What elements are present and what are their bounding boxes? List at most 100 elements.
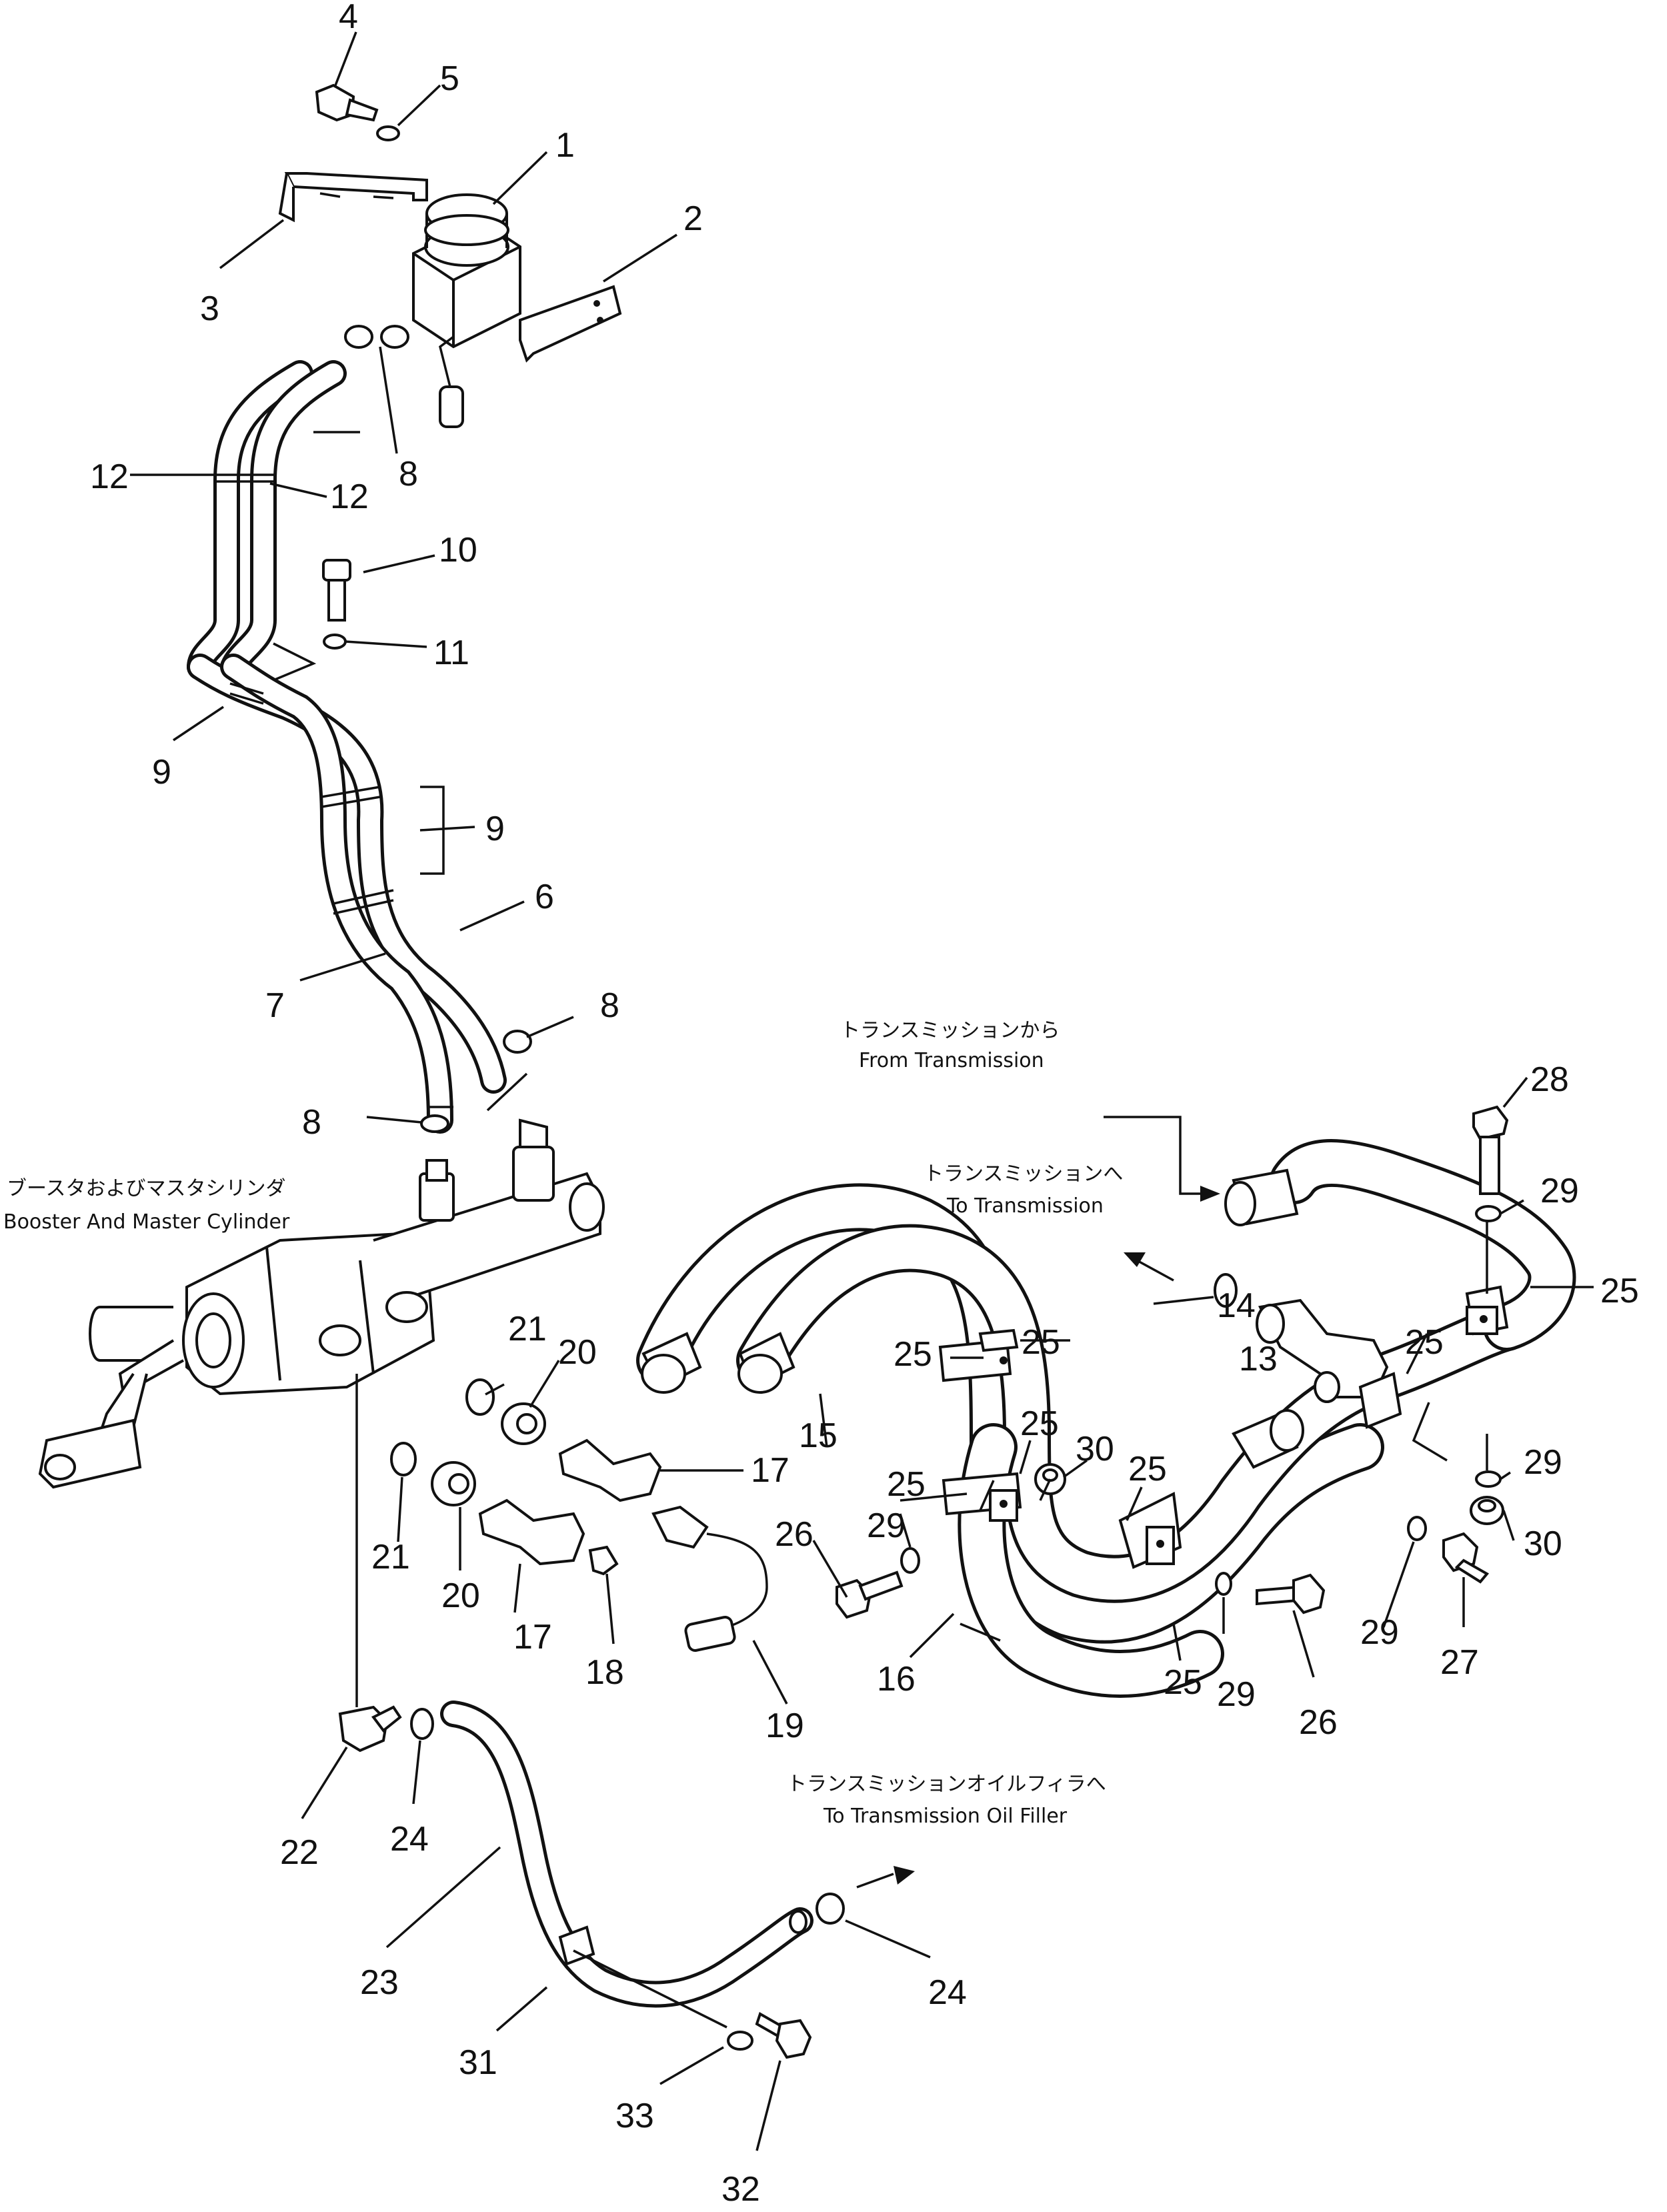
to-transmission-jp: トランスミッションへ <box>924 1162 1123 1186</box>
bolt-26-b <box>1256 1573 1326 1614</box>
callout-21-bottom: 21 <box>371 1538 410 1576</box>
callout-21-top: 21 <box>508 1310 547 1348</box>
callout-10: 10 <box>439 531 477 570</box>
from-transmission-leader <box>1104 1116 1200 1195</box>
callout-29-e: 29 <box>1360 1613 1399 1652</box>
bolt-32 <box>755 2012 812 2059</box>
callout-28: 28 <box>1530 1060 1569 1099</box>
nut-30-a <box>1470 1496 1504 1525</box>
to-transmission-leader <box>1136 1259 1174 1282</box>
callout-14: 14 <box>1217 1286 1256 1325</box>
hose-23 <box>440 1701 813 2008</box>
reservoir-tank <box>412 193 521 428</box>
callout-16: 16 <box>877 1660 916 1699</box>
annotations: トランスミッションから From Transmission トランスミッションへ… <box>3 1019 1123 1828</box>
callout-17-right: 17 <box>751 1451 789 1490</box>
callout-20-bottom: 20 <box>441 1576 480 1615</box>
callout-25-a: 25 <box>1022 1323 1060 1362</box>
oring-21-a <box>465 1378 495 1416</box>
callout-8-mid: 8 <box>600 986 619 1025</box>
callout-29-c: 29 <box>1540 1172 1579 1210</box>
washer-29-b <box>1475 1470 1502 1488</box>
clamps-25 <box>938 1285 1509 1569</box>
to-transmission-en: To Transmission <box>946 1194 1104 1218</box>
bolt-27 <box>1442 1532 1490 1584</box>
elbow-17-a <box>558 1438 662 1502</box>
hoses-12 <box>187 360 347 680</box>
callout-30-a: 30 <box>1076 1430 1114 1468</box>
callout-25-d: 25 <box>1128 1450 1167 1488</box>
callout-4: 4 <box>339 0 358 36</box>
to-transmission-arrow <box>1124 1252 1146 1267</box>
clamp-24-a <box>410 1708 434 1740</box>
clip-31-leader <box>573 1949 727 2029</box>
bolt-26-a <box>836 1570 904 1619</box>
hose-end-fittings <box>641 1168 1304 1469</box>
from-transmission-jp: トランスミッションから <box>840 1019 1060 1042</box>
bolt-28 <box>1472 1105 1509 1195</box>
elbow-17-b <box>478 1498 585 1566</box>
callout-27: 27 <box>1440 1643 1479 1682</box>
washer-29-c <box>1407 1516 1427 1541</box>
washer-29-a <box>1475 1205 1502 1222</box>
oil-filler-en: To Transmission Oil Filler <box>823 1805 1068 1828</box>
from-transmission-en: From Transmission <box>859 1049 1044 1072</box>
callout-17-bottom: 17 <box>513 1618 552 1656</box>
callout-2: 2 <box>683 199 703 238</box>
leader-lines <box>130 31 1594 2151</box>
callout-24-left: 24 <box>390 1820 429 1859</box>
hose-clamps-8-top <box>344 325 409 349</box>
callout-1: 1 <box>555 126 575 165</box>
bolt-4 <box>315 83 379 122</box>
callout-3: 3 <box>200 289 219 328</box>
plug-18 <box>588 1545 619 1576</box>
callout-9-right: 9 <box>485 810 505 848</box>
callout-7: 7 <box>265 986 285 1025</box>
callout-22: 22 <box>280 1833 319 1872</box>
nut-20-b <box>431 1461 476 1506</box>
callout-11: 11 <box>433 634 469 672</box>
bracket-3 <box>278 172 428 223</box>
callout-32: 32 <box>721 2170 760 2209</box>
nut-30-b <box>1034 1463 1066 1495</box>
washer-29-e <box>1215 1572 1232 1596</box>
callout-18: 18 <box>585 1653 624 1692</box>
callout-8-low: 8 <box>302 1103 321 1142</box>
callout-25-g: 25 <box>1405 1323 1444 1362</box>
callout-20-top: 20 <box>558 1333 597 1372</box>
washer-11 <box>323 634 347 650</box>
callout-23: 23 <box>360 1963 399 2002</box>
bracket-2 <box>519 285 622 363</box>
clamp-24-b <box>815 1893 845 1925</box>
callout-25-b: 25 <box>894 1335 932 1374</box>
callout-33: 33 <box>615 2097 654 2135</box>
callout-26-a: 26 <box>775 1515 813 1554</box>
callout-25-c: 25 <box>1020 1404 1059 1443</box>
callout-19: 19 <box>765 1707 804 1745</box>
oil-filler-leader <box>856 1873 894 1889</box>
hoses-6-7 <box>187 654 507 1134</box>
callout-30-b: 30 <box>1524 1524 1562 1563</box>
callout-12-right: 12 <box>330 477 369 516</box>
nut-20-a <box>501 1402 546 1445</box>
oil-filler-arrow <box>894 1866 915 1885</box>
callout-5: 5 <box>440 59 459 98</box>
callout-25-f: 25 <box>1164 1663 1202 1702</box>
callout-31: 31 <box>459 2043 497 2082</box>
clamp-8-low <box>420 1114 449 1133</box>
from-transmission-arrow <box>1200 1186 1220 1202</box>
tee-fitting-22 <box>338 1705 402 1753</box>
callout-25-h: 25 <box>1600 1272 1639 1310</box>
washer-29-d <box>900 1547 920 1574</box>
callout-15: 15 <box>799 1416 838 1455</box>
clip-9 <box>273 642 317 682</box>
callout-25-e: 25 <box>887 1465 926 1504</box>
clamp-8-mid <box>503 1030 532 1054</box>
sensor-19 <box>651 1505 768 1652</box>
callout-9-left: 9 <box>152 753 171 792</box>
booster-master-cylinder <box>38 1118 605 1489</box>
booster-label-jp: ブースタおよびマスタシリンダ <box>7 1177 286 1200</box>
callout-26-b: 26 <box>1299 1703 1338 1742</box>
booster-label-en: Booster And Master Cylinder <box>3 1210 290 1234</box>
